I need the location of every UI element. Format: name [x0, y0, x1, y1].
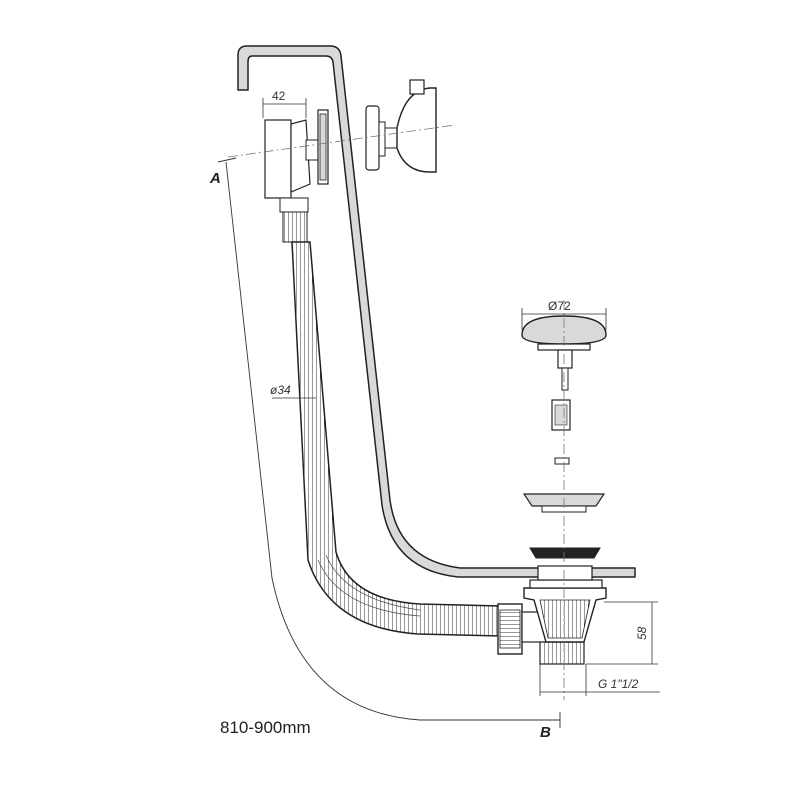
dimension-42: 42	[262, 89, 307, 118]
overflow-assembly	[264, 79, 437, 243]
overflow-centerline	[227, 124, 456, 158]
waste-body	[523, 565, 607, 643]
dim-plug-diameter-text: Ø72	[548, 299, 571, 313]
dimension-thread: G 1"1/2	[539, 664, 660, 696]
dim-height-text: 58	[635, 626, 649, 640]
point-b-label: B	[540, 724, 551, 741]
dim-hose-diameter-text: ø34	[270, 383, 291, 397]
dimension-hose-diameter: ø34	[270, 383, 316, 399]
dim-overflow-width-text: 42	[272, 89, 286, 103]
dimension-plug-diameter: Ø72	[521, 299, 607, 330]
dim-thread-text: G 1"1/2	[598, 677, 639, 691]
length-range-label: 810-900mm	[220, 718, 311, 737]
length-dimension-line	[225, 161, 560, 721]
dimension-height: 58	[586, 601, 658, 665]
point-a-label: A	[209, 170, 221, 187]
